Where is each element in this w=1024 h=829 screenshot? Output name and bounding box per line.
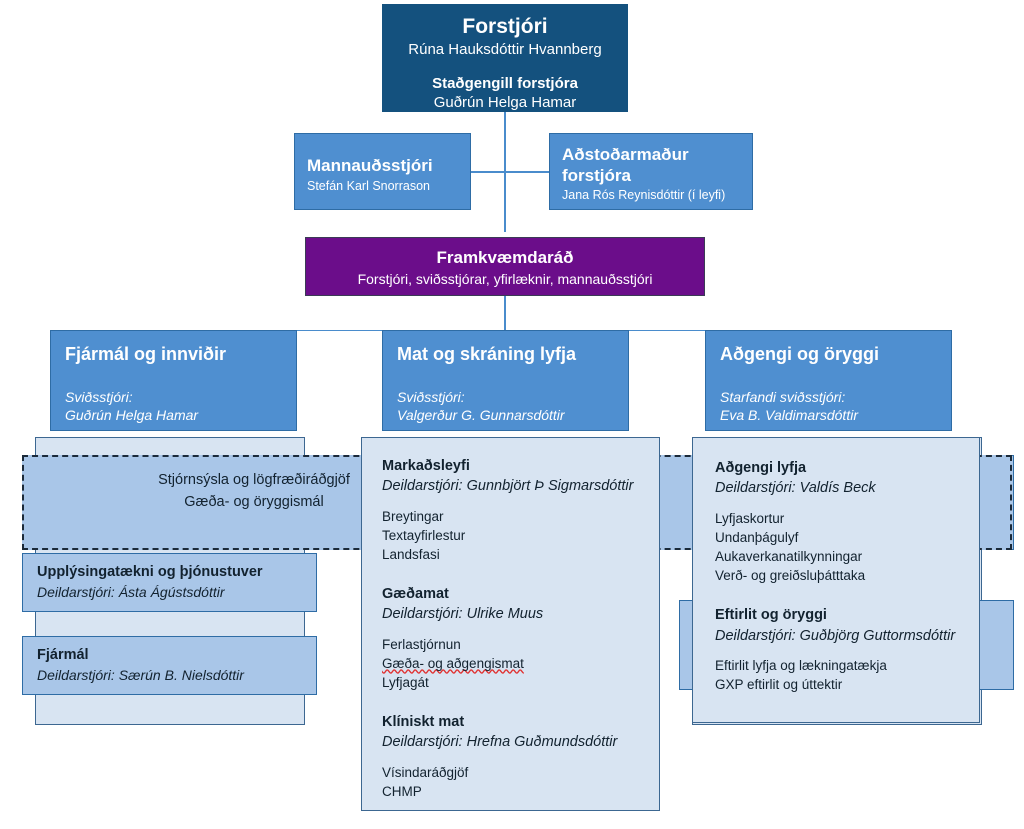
- unit-title: Klíniskt mat: [382, 714, 465, 731]
- task-item: Verð- og greiðsluþátttaka: [715, 568, 866, 584]
- access-units-panel: Aðgengi lyfja Deildarstjóri: Valdís Beck…: [692, 437, 980, 723]
- unit-manager: Deildarstjóri: Ulrike Muus: [382, 606, 544, 623]
- unit-group-quality-assessment: Gæðamat Deildarstjóri: Ulrike Muus Ferla…: [382, 584, 639, 692]
- council-title: Framkvæmdaráð: [436, 248, 574, 267]
- task-item: Vísindaráðgjöf: [382, 764, 469, 780]
- unit-task-list: Eftirlit lyfja og lækningatækja GXP efti…: [715, 656, 957, 694]
- unit-manager: Deildarstjóri: Gunnbjört Þ Sigmarsdóttir: [382, 478, 634, 495]
- task-item: Eftirlit lyfja og lækningatækja: [715, 657, 887, 673]
- task-item: Ferlastjórnun: [382, 636, 461, 652]
- unit-manager: Deildarstjóri: Valdís Beck: [715, 480, 876, 497]
- deputy-title: Staðgengill forstjóra: [432, 74, 578, 92]
- task-item: CHMP: [382, 783, 422, 799]
- assistant-title: Aðstoðarmaður forstjóra: [562, 145, 689, 185]
- council-members: Forstjóri, sviðsstjórar, yfirlæknir, man…: [357, 271, 653, 288]
- task-item: Landsfasi: [382, 546, 440, 562]
- unit-group-surveillance-safety: Eftirlit og öryggi Deildarstjóri: Guðbjö…: [715, 605, 957, 694]
- connector-staff-horizontal: [470, 171, 550, 173]
- unit-title: Eftirlit og öryggi: [715, 607, 827, 624]
- cross-cutting-line-2: Gæða- og öryggismál: [184, 493, 324, 510]
- unit-group-marketing-authorisation: Markaðsleyfi Deildarstjóri: Gunnbjört Þ …: [382, 456, 639, 564]
- unit-group-access-medicines: Aðgengi lyfja Deildarstjóri: Valdís Beck…: [715, 458, 957, 585]
- unit-task-list: Ferlastjórnun Gæða- og aðgengismat Lyfja…: [382, 635, 639, 692]
- division-role-label: Sviðsstjóri:: [397, 388, 465, 405]
- unit-manager: Deildarstjóri: Særún B. Nielsdóttir: [37, 666, 244, 683]
- division-role-label: Starfandi sviðsstjóri:: [720, 388, 846, 405]
- task-item: Gæða- og aðgengismat: [382, 655, 524, 671]
- unit-task-list: Vísindaráðgjöf CHMP: [382, 763, 639, 801]
- assistant-name: Jana Rós Reynisdóttir (í leyfi): [562, 188, 726, 203]
- unit-it-services: Upplýsingatækni og þjónustuver Deildarst…: [22, 553, 317, 612]
- assessment-units-panel: Markaðsleyfi Deildarstjóri: Gunnbjört Þ …: [361, 437, 660, 811]
- unit-title: Upplýsingatækni og þjónustuver: [37, 564, 263, 580]
- ceo-box: Forstjóri Rúna Hauksdóttir Hvannberg Sta…: [382, 4, 628, 112]
- task-item: Aukaverkanatilkynningar: [715, 548, 863, 564]
- connector-council-vertical: [504, 296, 506, 330]
- unit-manager: Deildarstjóri: Ásta Ágústsdóttir: [37, 583, 225, 600]
- unit-title: Gæðamat: [382, 586, 449, 603]
- unit-title: Aðgengi lyfja: [715, 460, 807, 476]
- division-manager: Valgerður G. Gunnarsdóttir: [397, 406, 565, 423]
- division-role-label: Sviðsstjóri:: [65, 388, 133, 405]
- task-item: Undanþágulyf: [715, 529, 799, 545]
- division-title: Aðgengi og öryggi: [720, 344, 879, 364]
- unit-title: Fjármál: [37, 647, 89, 663]
- division-title: Fjármál og innviðir: [65, 344, 227, 364]
- division-manager: Guðrún Helga Hamar: [65, 406, 199, 423]
- unit-task-list: Lyfjaskortur Undanþágulyf Aukaverkanatil…: [715, 509, 957, 586]
- ceo-name: Rúna Hauksdóttir Hvannberg: [408, 41, 602, 59]
- executive-council-box: Framkvæmdaráð Forstjóri, sviðsstjórar, y…: [305, 237, 705, 296]
- ceo-title: Forstjóri: [462, 15, 548, 38]
- hr-manager-box: Mannauðsstjóri Stefán Karl Snorrason: [294, 133, 471, 210]
- unit-group-clinical-assessment: Klíniskt mat Deildarstjóri: Hrefna Guðmu…: [382, 712, 639, 801]
- unit-title: Markaðsleyfi: [382, 458, 470, 474]
- unit-task-list: Breytingar Textayfirlestur Landsfasi: [382, 507, 639, 564]
- hr-manager-title: Mannauðsstjóri: [307, 156, 433, 175]
- division-manager: Eva B. Valdimarsdóttir: [720, 406, 858, 423]
- hr-manager-name: Stefán Karl Snorrason: [307, 178, 430, 193]
- unit-finance: Fjármál Deildarstjóri: Særún B. Nielsdót…: [22, 636, 317, 695]
- task-item: Textayfirlestur: [382, 527, 466, 543]
- task-item: Lyfjagát: [382, 674, 429, 690]
- assistant-box: Aðstoðarmaður forstjóra Jana Rós Reynisd…: [549, 133, 753, 210]
- task-item: Breytingar: [382, 508, 444, 524]
- task-item: GXP eftirlit og úttektir: [715, 676, 843, 692]
- unit-manager: Deildarstjóri: Hrefna Guðmundsdóttir: [382, 734, 618, 751]
- task-item: Lyfjaskortur: [715, 510, 785, 526]
- cross-cutting-line-1: Stjórnsýsla og lögfræðiráðgjöf: [158, 472, 350, 488]
- division-header-finance: Fjármál og innviðir Sviðsstjóri: Guðrún …: [50, 330, 297, 431]
- division-title: Mat og skráning lyfja: [397, 344, 577, 364]
- division-header-access: Aðgengi og öryggi Starfandi sviðsstjóri:…: [705, 330, 952, 431]
- unit-manager: Deildarstjóri: Guðbjörg Guttormsdóttir: [715, 627, 956, 644]
- deputy-name: Guðrún Helga Hamar: [433, 94, 577, 112]
- division-header-assessment: Mat og skráning lyfja Sviðsstjóri: Valge…: [382, 330, 629, 431]
